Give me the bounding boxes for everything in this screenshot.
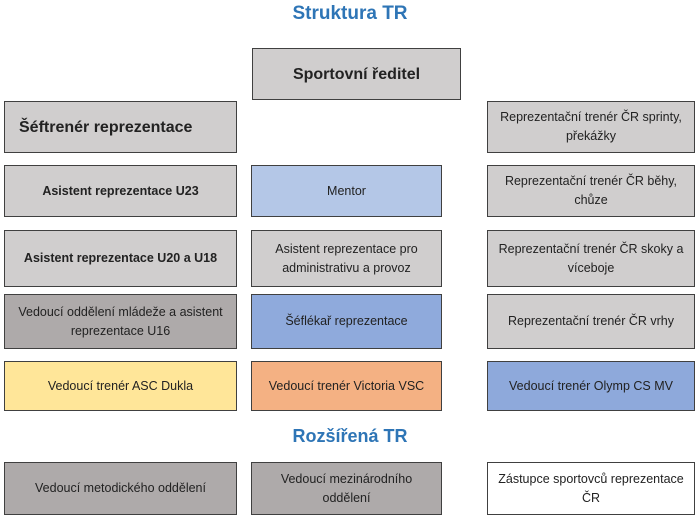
box-mentor: Mentor (251, 165, 442, 217)
box-vedouci-mladeze: Vedoucí oddělení mládeže a asistent repr… (4, 294, 237, 349)
section-subtitle: Rozšířená TR (292, 426, 408, 446)
box-vedouci-dukla: Vedoucí trenér ASC Dukla (4, 361, 237, 411)
box-seflekar: Šéflékař reprezentace (251, 294, 442, 349)
box-asistent-u20-u18: Asistent reprezentace U20 a U18 (4, 230, 237, 287)
chart-title: Struktura TR (292, 3, 408, 24)
box-seftrener-reprezentace: Šéftrenér reprezentace (4, 101, 237, 153)
box-asistent-u23: Asistent reprezentace U23 (4, 165, 237, 217)
box-repre-trener-vrhy: Reprezentační trenér ČR vrhy (487, 294, 695, 349)
box-vedouci-metodickeho: Vedoucí metodického oddělení (4, 462, 237, 515)
box-repre-trener-skoky: Reprezentační trenér ČR skoky a víceboje (487, 230, 695, 287)
box-vedouci-olymp: Vedoucí trenér Olymp CS MV (487, 361, 695, 411)
box-vedouci-victoria: Vedoucí trenér Victoria VSC (251, 361, 442, 411)
box-asistent-admin: Asistent reprezentace pro administrativu… (251, 230, 442, 287)
box-zastupce-sportovcu: Zástupce sportovců reprezentace ČR (487, 462, 695, 515)
box-repre-trener-sprinty: Reprezentační trenér ČR sprinty, překážk… (487, 101, 695, 153)
box-vedouci-mezinarodniho: Vedoucí mezinárodního oddělení (251, 462, 442, 515)
box-repre-trener-behy: Reprezentační trenér ČR běhy, chůze (487, 165, 695, 217)
box-sportovni-reditel: Sportovní ředitel (252, 48, 461, 100)
